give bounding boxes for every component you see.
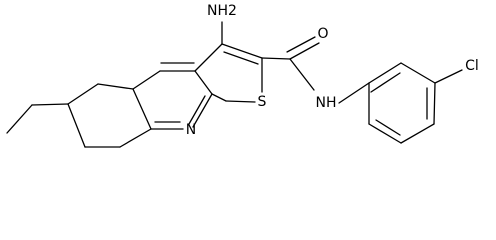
bond-carbonyl-b: [286, 36, 316, 53]
carbonyl-oxygen-label: O: [317, 26, 328, 42]
ring-nitrogen-label: N: [186, 122, 196, 138]
chlorine-label: Cl: [465, 58, 479, 74]
bond-ph-1: [368, 62, 402, 84]
bond-ring-a1: [67, 83, 99, 105]
bond-ph-2: [400, 62, 436, 84]
bond-amide-c: [261, 57, 291, 60]
ring-sulfur-label: S: [258, 94, 267, 110]
bond-ph-5b: [375, 119, 401, 136]
bond-ring-a4: [119, 128, 152, 148]
amide-nitrogen-label: NH: [316, 95, 337, 111]
bond-thio-2b: [223, 51, 259, 65]
bond-ethyl-ch2: [31, 103, 69, 106]
bond-carbonyl-a: [289, 42, 320, 60]
bond-ph-1b: [370, 72, 401, 93]
bond-pyr-3: [194, 70, 213, 95]
bond-ethyl-ch3: [6, 104, 33, 134]
bond-ring-a6: [67, 103, 86, 148]
bond-cl: [434, 69, 463, 84]
bond-pyr-4b: [188, 95, 206, 125]
bond-pyr-4: [192, 93, 213, 128]
amino-group-label: NH2: [207, 3, 237, 19]
bond-thio-2: [221, 43, 263, 59]
bond-ring-a2: [97, 83, 134, 90]
bond-amide-n: [289, 58, 315, 91]
bond-ph-3: [433, 82, 436, 125]
bond-thio-4: [225, 100, 256, 103]
atom-labels: NH2 O S N NH Cl: [186, 3, 479, 138]
bond-ph-5: [368, 123, 402, 144]
molecule-structure-diagram: NH2 O S N NH Cl: [6, 3, 479, 148]
bond-ring-a3: [132, 88, 152, 130]
bond-thio-5: [211, 93, 227, 102]
bond-ph-4: [400, 123, 435, 144]
bond-pyr-1: [132, 70, 161, 90]
bond-thio-1: [194, 43, 223, 72]
bond-n-aryl: [338, 82, 370, 104]
bond-lines: [6, 21, 463, 148]
